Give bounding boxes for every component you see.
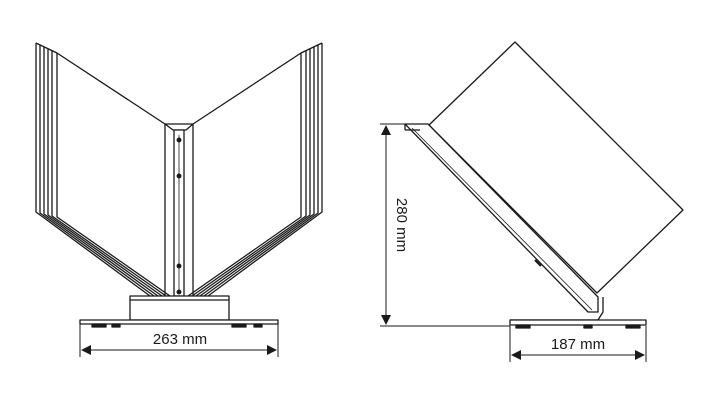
side-height-dimension <box>380 123 510 327</box>
right-wing-pages <box>187 42 323 297</box>
side-document-panel <box>428 41 684 294</box>
side-base <box>509 297 647 329</box>
center-spine <box>164 123 194 297</box>
front-view <box>35 42 323 357</box>
front-width-label: 263 mm <box>153 331 207 348</box>
side-depth-dimension <box>509 326 647 362</box>
side-view <box>380 41 684 362</box>
side-height-label: 280 mm <box>393 198 410 252</box>
side-depth-label: 187 mm <box>551 336 605 353</box>
front-width-dimension <box>79 322 279 357</box>
left-wing-pages <box>35 42 171 297</box>
front-base <box>79 295 279 328</box>
side-support-bar <box>404 123 599 313</box>
